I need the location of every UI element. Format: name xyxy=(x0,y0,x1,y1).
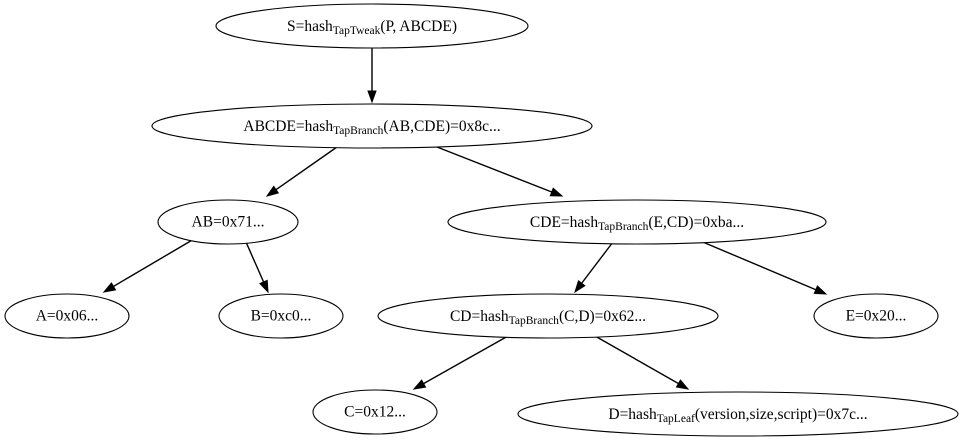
node-cde[interactable]: CDE=hashTapBranch(E,CD)=0xba... xyxy=(447,199,827,245)
node-cd[interactable]: CD=hashTapBranch(C,D)=0x62... xyxy=(377,293,719,339)
edge-arrowhead xyxy=(574,279,586,294)
node-ellipse xyxy=(447,199,827,245)
node-label-cd: CD=hashTapBranch(C,D)=0x62... xyxy=(450,308,646,327)
edge-arrowhead xyxy=(675,379,690,390)
node-label-s: S=hashTapTweak(P, ABCDE) xyxy=(287,18,457,37)
node-ellipse xyxy=(377,293,719,339)
edge-arrowhead xyxy=(367,90,377,104)
edge-line xyxy=(594,335,679,385)
edge-arrowhead xyxy=(412,379,427,390)
edge-cd-to-c xyxy=(412,335,509,390)
edge-arrowhead xyxy=(265,185,280,197)
node-label-b: B=0xc0... xyxy=(251,308,312,325)
node-ellipse xyxy=(312,389,438,435)
edge-arrowhead xyxy=(102,282,117,293)
edge-line xyxy=(697,239,817,291)
edge-abcde-to-ab xyxy=(265,146,338,197)
edge-ab-to-b xyxy=(245,241,269,294)
edges-layer xyxy=(102,48,828,390)
node-label-e: E=0x20... xyxy=(846,308,907,325)
node-label-d: D=hashTapLeaf(version,size,script)=0x7c.… xyxy=(608,406,867,425)
edge-line xyxy=(113,238,195,288)
node-ab[interactable]: AB=0x71... xyxy=(157,199,299,245)
node-label-ab: AB=0x71... xyxy=(192,214,265,231)
edge-line xyxy=(581,241,614,284)
node-abcde[interactable]: ABCDE=hashTapBranch(AB,CDE)=0x8c... xyxy=(151,103,593,149)
node-ellipse xyxy=(218,293,344,339)
edge-arrowhead xyxy=(259,279,269,294)
node-ellipse xyxy=(215,3,529,49)
nodes-layer: S=hashTapTweak(P, ABCDE) ABCDE=hashTapBra… xyxy=(4,3,959,437)
edge-arrowhead xyxy=(549,187,564,197)
node-ellipse xyxy=(517,391,959,437)
edge-line xyxy=(436,146,553,193)
edge-line xyxy=(275,146,338,191)
node-ellipse xyxy=(813,293,939,339)
edge-ab-to-a xyxy=(102,238,195,293)
node-ellipse xyxy=(151,103,593,149)
edge-cd-to-d xyxy=(594,335,690,390)
node-a[interactable]: A=0x06... xyxy=(4,293,130,339)
edge-cde-to-cd xyxy=(574,241,614,294)
node-ellipse xyxy=(4,293,130,339)
edge-line xyxy=(423,335,509,385)
node-d[interactable]: D=hashTapLeaf(version,size,script)=0x7c.… xyxy=(517,391,959,437)
node-ellipse xyxy=(157,199,299,245)
edge-arrowhead xyxy=(813,285,828,295)
node-c[interactable]: C=0x12... xyxy=(312,389,438,435)
node-label-abcde: ABCDE=hashTapBranch(AB,CDE)=0x8c... xyxy=(243,118,500,137)
node-s[interactable]: S=hashTapTweak(P, ABCDE) xyxy=(215,3,529,49)
edge-s-to-abcde xyxy=(367,48,377,104)
node-label-cde: CDE=hashTapBranch(E,CD)=0xba... xyxy=(530,214,744,233)
edge-line xyxy=(245,241,265,283)
node-label-c: C=0x12... xyxy=(344,404,406,421)
node-e[interactable]: E=0x20... xyxy=(813,293,939,339)
edge-abcde-to-cde xyxy=(436,146,564,197)
node-label-a: A=0x06... xyxy=(36,308,99,325)
node-b[interactable]: B=0xc0... xyxy=(218,293,344,339)
edge-cde-to-e xyxy=(697,239,828,295)
